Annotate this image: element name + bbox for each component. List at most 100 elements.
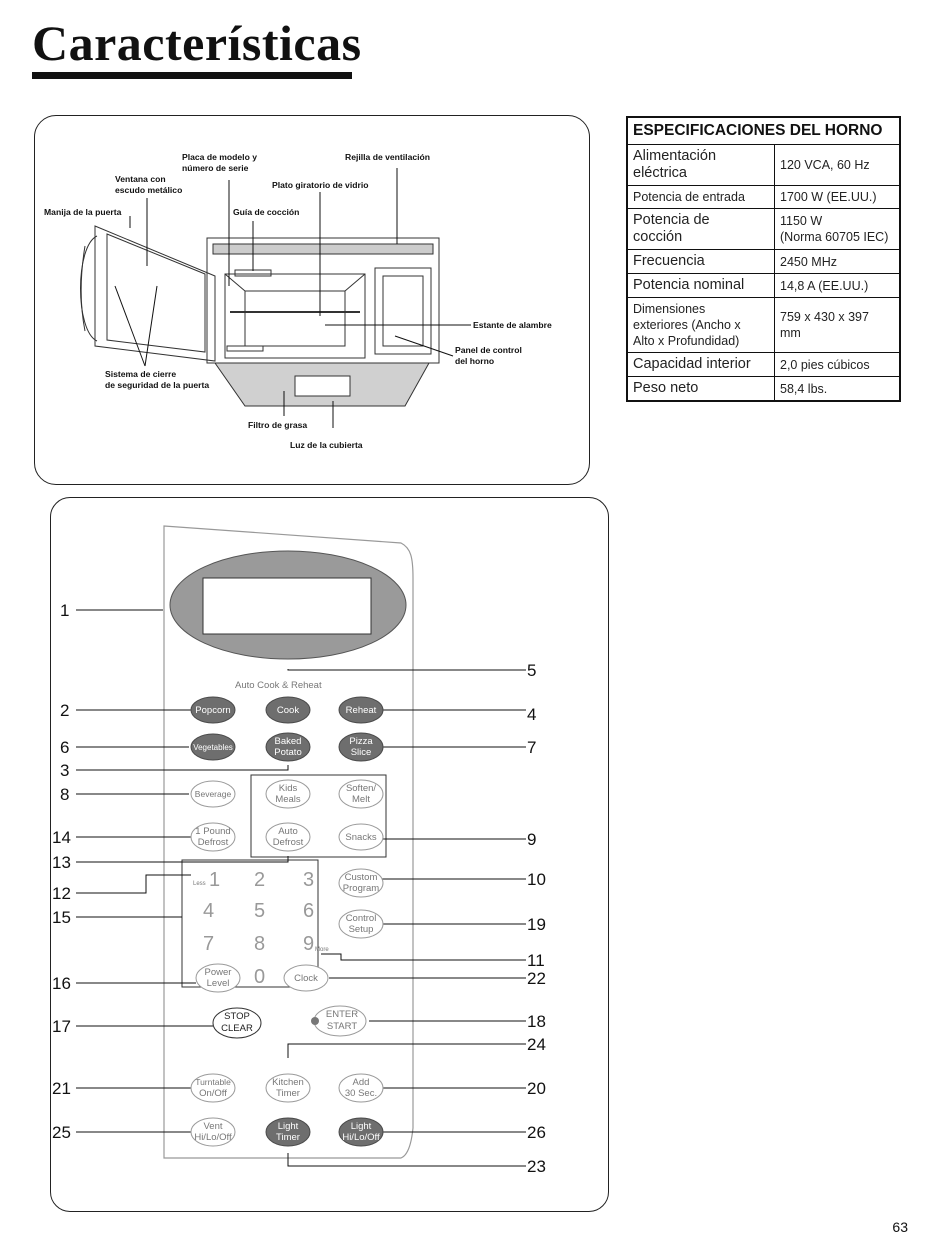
digit-9-button[interactable]: 9 bbox=[303, 933, 314, 955]
digit-6-button[interactable]: 6 bbox=[303, 900, 314, 922]
label-model-plate: Placa de modelo y bbox=[182, 152, 257, 162]
snacks-button[interactable] bbox=[338, 823, 384, 851]
beverage-button[interactable] bbox=[190, 780, 236, 808]
label-window: Ventana con bbox=[115, 174, 166, 184]
power-level-label-2: Level bbox=[207, 978, 230, 989]
kitchen-timer-button[interactable] bbox=[265, 1073, 311, 1103]
digit-4-button[interactable]: 4 bbox=[203, 900, 214, 922]
digit-0-button[interactable]: 0 bbox=[254, 966, 265, 988]
oven-body bbox=[206, 237, 440, 364]
control-panel-illustration: Auto Cook & Reheat Popcorn Cook bbox=[52, 525, 546, 1176]
less-label: Less bbox=[193, 881, 206, 887]
enter-label: ENTER bbox=[326, 1009, 358, 1020]
door-window bbox=[106, 233, 206, 353]
door-handle bbox=[80, 235, 98, 342]
vegetables-button[interactable] bbox=[190, 733, 236, 761]
auto-cook-reheat-label: Auto Cook & Reheat bbox=[235, 680, 322, 691]
digit-5-button[interactable]: 5 bbox=[254, 900, 265, 922]
digit-1-button[interactable]: 1 bbox=[209, 869, 220, 891]
control-setup-label-2: Setup bbox=[349, 924, 374, 935]
callout-23: 23 bbox=[527, 1157, 546, 1176]
popcorn-button[interactable] bbox=[190, 696, 236, 724]
kids-meals-button[interactable] bbox=[265, 779, 311, 809]
stop-clear-button[interactable] bbox=[212, 1007, 262, 1039]
cooking-guide bbox=[226, 345, 264, 352]
spec-value: 2,0 pies cúbicos bbox=[774, 352, 901, 377]
vent-label-1: Vent bbox=[203, 1121, 222, 1132]
callout-19: 19 bbox=[527, 915, 546, 934]
cook-button[interactable] bbox=[265, 696, 311, 724]
custom-program-button[interactable] bbox=[338, 868, 384, 898]
turntable-label-1: Turntable bbox=[195, 1077, 231, 1087]
vegetables-button-label: Vegetables bbox=[193, 743, 233, 752]
add-30-sec-button[interactable] bbox=[338, 1073, 384, 1103]
auto-defrost-label-1: Auto bbox=[278, 826, 298, 837]
beverage-button-label: Beverage bbox=[195, 789, 232, 799]
clock-button-label: Clock bbox=[294, 973, 318, 984]
power-level-label-1: Power bbox=[205, 967, 232, 978]
control-setup-button[interactable] bbox=[338, 909, 384, 939]
reheat-button[interactable] bbox=[338, 696, 384, 724]
panel-outline bbox=[163, 525, 414, 1159]
display-screen bbox=[202, 577, 372, 635]
spec-key-line: eléctrica bbox=[633, 165, 687, 181]
label-lock-system: Sistema de cierre bbox=[105, 369, 176, 379]
callout-21: 21 bbox=[52, 1079, 71, 1098]
callout-3: 3 bbox=[60, 761, 69, 780]
label-grease-filter: Filtro de grasa bbox=[248, 420, 307, 430]
spec-value: 1150 W(Norma 60705 IEC) bbox=[774, 208, 901, 250]
light-timer-button[interactable] bbox=[265, 1117, 311, 1147]
kids-meals-label-1: Kids bbox=[279, 783, 298, 794]
control-setup-label-1: Control bbox=[346, 913, 377, 924]
spec-value: 120 VCA, 60 Hz bbox=[774, 144, 901, 186]
light-hi-lo-off-button[interactable] bbox=[338, 1117, 384, 1147]
kids-meals-label-2: Meals bbox=[275, 794, 301, 805]
label-metal-shield: escudo metálico bbox=[115, 185, 182, 195]
oven-illustration: Placa de modelo y número de serie Ventan… bbox=[44, 152, 552, 450]
baked-potato-button[interactable] bbox=[265, 732, 311, 762]
control-panel-outline bbox=[374, 267, 432, 355]
label-vent-grille: Rejilla de ventilación bbox=[345, 152, 430, 162]
add-30-sec-label-2: 30 Sec. bbox=[345, 1088, 377, 1099]
cook-button-label: Cook bbox=[277, 705, 299, 716]
more-label: More bbox=[315, 947, 329, 953]
label-cooktop-light: Luz de la cubierta bbox=[290, 440, 363, 450]
baked-potato-label-1: Baked bbox=[275, 736, 302, 747]
callout-22: 22 bbox=[527, 969, 546, 988]
power-level-button[interactable] bbox=[195, 963, 241, 993]
spec-key: Peso neto bbox=[626, 376, 775, 402]
label-cooking-guide: Guía de cocción bbox=[233, 207, 299, 217]
digit-3-button[interactable]: 3 bbox=[303, 869, 314, 891]
callout-5: 5 bbox=[527, 661, 536, 680]
vent-hi-lo-off-button[interactable] bbox=[190, 1117, 236, 1147]
spec-key: Potencia de entrada bbox=[626, 185, 775, 209]
spec-key-line: cocción bbox=[633, 229, 683, 245]
label-oven: del horno bbox=[455, 356, 494, 366]
turntable-on-off-button[interactable] bbox=[190, 1073, 236, 1103]
callout-18: 18 bbox=[527, 1012, 546, 1031]
spec-key-line: Alimentación bbox=[633, 148, 717, 164]
callout-15: 15 bbox=[52, 908, 71, 927]
digit-7-button[interactable]: 7 bbox=[203, 933, 214, 955]
light-hi-lo-off-label-1: Light bbox=[351, 1121, 372, 1132]
one-pound-defrost-button[interactable] bbox=[190, 822, 236, 852]
kitchen-timer-label-2: Timer bbox=[276, 1088, 300, 1099]
auto-defrost-button[interactable] bbox=[265, 822, 311, 852]
pizza-slice-button[interactable] bbox=[338, 732, 384, 762]
kitchen-timer-label-1: Kitchen bbox=[272, 1077, 304, 1088]
soften-melt-button[interactable] bbox=[338, 779, 384, 809]
open-door bbox=[94, 225, 216, 362]
lock-icon bbox=[311, 1017, 319, 1025]
spec-key: Capacidad interior bbox=[626, 352, 775, 377]
label-door-handle: Manija de la puerta bbox=[44, 207, 122, 217]
specs-title: ESPECIFICACIONES DEL HORNO bbox=[626, 116, 901, 145]
clock-button[interactable] bbox=[283, 964, 329, 992]
digit-2-button[interactable]: 2 bbox=[254, 869, 265, 891]
custom-program-label-1: Custom bbox=[345, 872, 378, 883]
digit-8-button[interactable]: 8 bbox=[254, 933, 265, 955]
spec-value: 1700 W (EE.UU.) bbox=[774, 185, 901, 209]
